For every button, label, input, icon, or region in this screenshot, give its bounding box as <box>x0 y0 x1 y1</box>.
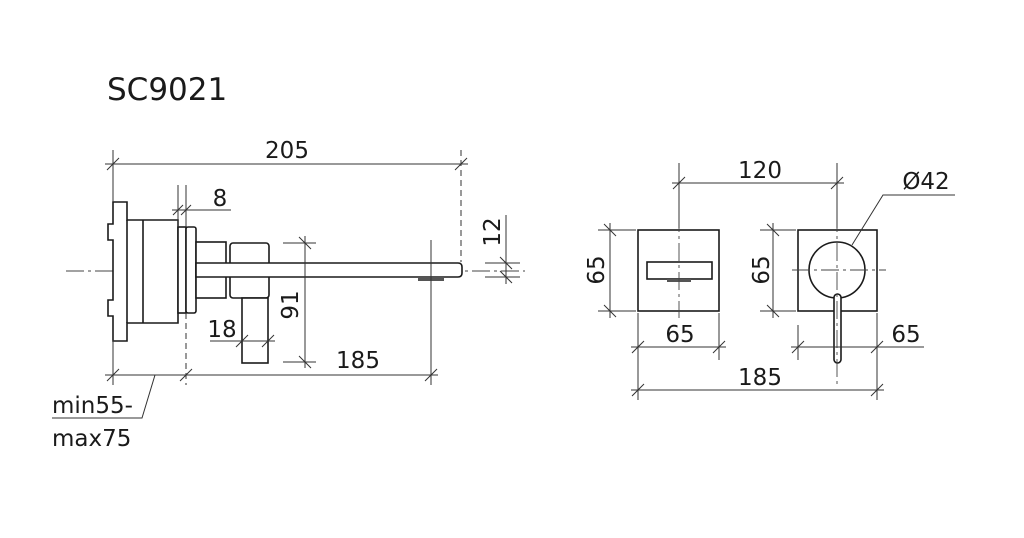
dim-18: 18 <box>207 317 236 343</box>
tick <box>870 340 884 354</box>
tick <box>830 176 844 190</box>
tick <box>172 204 184 216</box>
dim-65-left-width: 65 <box>665 322 694 348</box>
dim-65-right-width: 65 <box>891 322 920 348</box>
tick <box>424 368 438 382</box>
dim-91: 91 <box>278 290 304 319</box>
tick <box>261 334 275 348</box>
flange <box>185 226 197 314</box>
ring <box>177 226 187 314</box>
spout-outlet <box>646 261 713 280</box>
tick <box>298 355 312 369</box>
leader-line <box>52 374 156 419</box>
tick <box>631 340 645 354</box>
front-view: 120 Ø42 65 65 65 65 <box>584 158 955 400</box>
dim-185-front: 185 <box>738 365 782 391</box>
dim-205: 205 <box>265 138 309 164</box>
dim-wall-max: max75 <box>52 426 131 452</box>
tick <box>235 334 249 348</box>
tick <box>454 157 468 171</box>
dim-8: 8 <box>213 186 228 212</box>
dim-65-left-height: 65 <box>584 255 610 284</box>
tick <box>499 270 513 284</box>
tick <box>603 304 617 318</box>
model-title: SC9021 <box>107 72 227 108</box>
tick <box>631 383 645 397</box>
tick <box>791 340 805 354</box>
dim-65-right-height: 65 <box>749 255 775 284</box>
mixer-lever <box>833 293 842 364</box>
tick <box>298 236 312 250</box>
tick <box>712 340 726 354</box>
dim-12: 12 <box>480 217 506 246</box>
tick <box>179 368 193 382</box>
tick <box>672 176 686 190</box>
dim-185-side: 185 <box>336 348 380 374</box>
tick <box>106 368 120 382</box>
tick <box>870 383 884 397</box>
tick <box>180 204 192 216</box>
lever <box>241 297 269 364</box>
dim-wall-min: min55- <box>52 393 133 419</box>
tick <box>106 157 120 171</box>
spout <box>195 262 463 278</box>
tick <box>766 304 780 318</box>
dim-120: 120 <box>738 158 782 184</box>
leader-line <box>851 194 955 246</box>
tick <box>499 256 513 270</box>
dim-diameter-42: Ø42 <box>902 169 949 195</box>
tick <box>603 223 617 237</box>
tick <box>766 223 780 237</box>
side-view: 205 8 12 91 18 185 <box>52 138 525 452</box>
